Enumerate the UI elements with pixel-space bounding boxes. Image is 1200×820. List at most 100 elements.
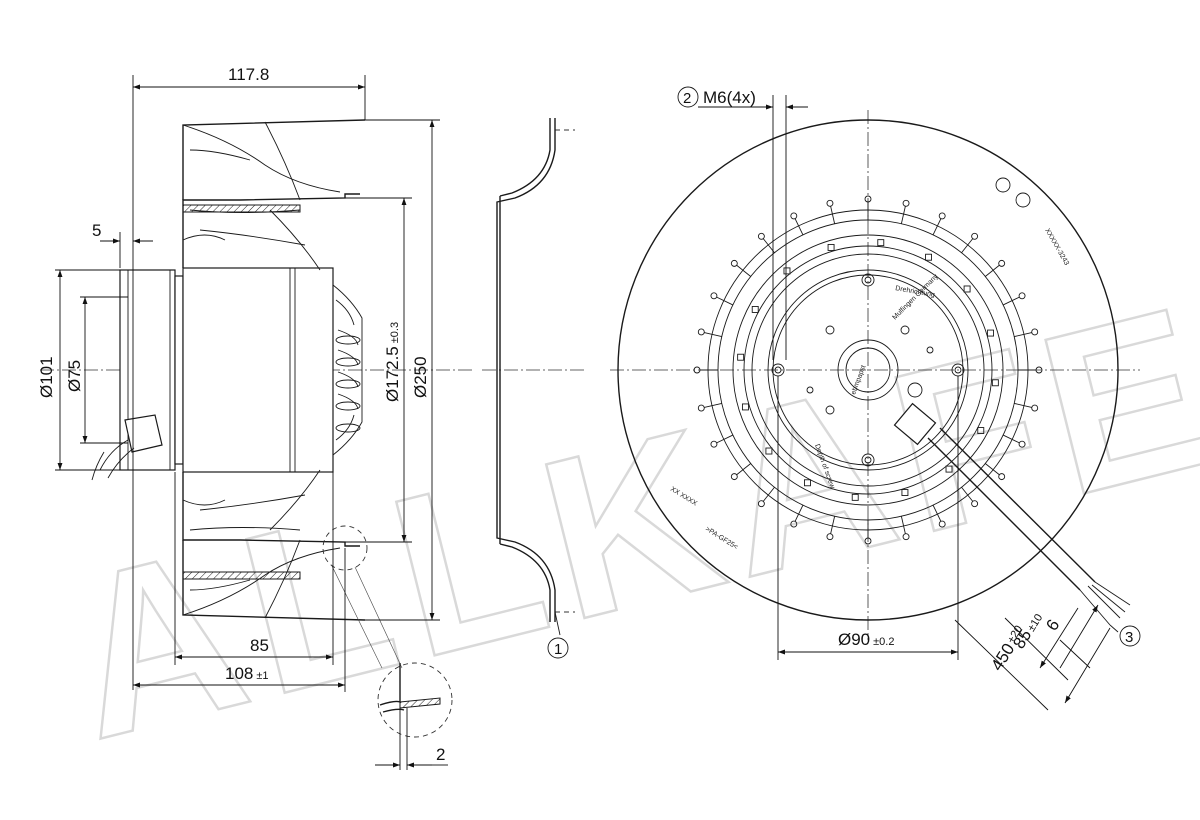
front-cable — [893, 402, 1131, 626]
blade-pin-head — [902, 199, 910, 207]
dim-outer-text: Ø250 — [411, 356, 430, 398]
blade-pin-head — [1018, 292, 1026, 300]
blade-pin-head — [1035, 366, 1043, 374]
blade-pin-head — [1031, 328, 1039, 336]
dim-overall-len: 108±1 — [133, 548, 346, 692]
blade-pin-head — [938, 212, 946, 220]
blade-pin — [984, 463, 1000, 476]
dim-wall: 2 — [375, 705, 448, 770]
rivet — [877, 239, 885, 247]
dim-overall-width: 117.8 — [132, 65, 366, 690]
blade-pin — [716, 296, 734, 306]
detail-view — [377, 662, 453, 738]
blade-pin — [932, 504, 942, 522]
dim-wall-text: 2 — [436, 745, 445, 764]
motor-fins — [332, 284, 363, 456]
dim-hub-75-text: Ø75 — [65, 360, 84, 392]
side-view: 117.8 5 Ø101 Ø75 Ø172.5±0.3 — [37, 65, 475, 770]
blade-pin-head — [864, 537, 872, 545]
rivet — [901, 489, 909, 497]
blade-pin-head — [730, 473, 738, 481]
blade-pin-head — [697, 328, 705, 336]
front-view: XXXXX-3243 XX XXXX >PA-GF25< Drehrichtun… — [610, 86, 1141, 711]
rivet — [741, 403, 749, 411]
dim-bolt-circle-text: Ø90±0.2 — [838, 630, 894, 649]
blade-pin-head — [826, 199, 834, 207]
blade-pin-head — [971, 232, 979, 240]
blade-pin-head — [1018, 440, 1026, 448]
blade-pin — [830, 206, 836, 224]
callout-1: 1 — [547, 637, 569, 659]
blade-pin — [716, 434, 734, 444]
blade-pin-head — [757, 232, 765, 240]
blade-pin — [900, 206, 906, 224]
rivet — [765, 447, 773, 455]
dim-overall-len-text: 108±1 — [225, 664, 269, 683]
blade-pin-head — [1031, 404, 1039, 412]
blade-pin — [1014, 402, 1032, 408]
rivet — [925, 253, 932, 261]
dim-motor-len: 85 — [174, 472, 334, 665]
callout-3: 3 — [1109, 624, 1141, 647]
impeller-outer-disc — [617, 119, 1119, 621]
rivet — [963, 285, 971, 293]
dim-outer: Ø250 — [365, 119, 440, 621]
marking-part-no: XXXXX-3243 — [1043, 228, 1070, 267]
rivet — [945, 465, 953, 473]
blade-pin-head — [790, 212, 798, 220]
impeller-blades-bottom — [182, 469, 366, 621]
mounting-holes — [771, 273, 965, 467]
blade-pin — [900, 516, 906, 534]
dim-cable: 6 85±10 450+20 — [954, 604, 1111, 711]
rivet — [851, 493, 859, 501]
blade-pin — [961, 486, 974, 502]
blade-pin-head — [757, 500, 765, 508]
blade-pin-head — [902, 533, 910, 541]
dim-hub-75: Ø75 — [65, 296, 128, 444]
blade-pin-head — [938, 520, 946, 528]
blade-pin-head — [693, 366, 701, 374]
detail-marker-circle — [322, 525, 368, 571]
dim-motor-len-text: 85 — [250, 636, 269, 655]
blade-pin — [1014, 332, 1032, 338]
blade-pin-head — [998, 259, 1006, 267]
rivet — [783, 267, 791, 275]
callout-2: 2 M6(4x) — [677, 86, 808, 360]
callout-2-text: 2 — [683, 90, 691, 107]
blade-pin — [1002, 434, 1020, 444]
blade-pin — [1002, 296, 1020, 306]
dim-inlet: Ø172.5±0.3 — [345, 197, 412, 543]
dim-overall-width-text: 117.8 — [228, 65, 269, 84]
blade-pin — [830, 516, 836, 534]
dim-bolt-circle: Ø90±0.2 — [777, 376, 959, 660]
blade-pins — [693, 195, 1043, 545]
rivet — [751, 306, 759, 313]
callout-2-label: M6(4x) — [703, 88, 756, 107]
callout-1-text: 1 — [554, 641, 562, 658]
dim-hub-101: Ø101 — [37, 269, 120, 471]
dim-inlet-text: Ø172.5±0.3 — [383, 322, 402, 402]
blade-pin — [762, 486, 775, 502]
rivet — [987, 329, 995, 337]
dim-shaft-offset-text: 5 — [92, 221, 101, 240]
blade-pin-head — [826, 533, 834, 541]
dim-cable-strip-text: 6 — [1042, 616, 1063, 634]
rivet — [827, 243, 835, 251]
blade-pin — [736, 264, 752, 277]
dim-hub-101-text: Ø101 — [37, 356, 56, 398]
blade-pin-head — [864, 195, 872, 203]
blade-pin — [704, 402, 722, 408]
callout-3-text: 3 — [1125, 629, 1133, 646]
blade-pin-head — [998, 473, 1006, 481]
rivet — [737, 353, 745, 361]
blade-pin-head — [710, 292, 718, 300]
dim-shaft-offset: 5 — [92, 221, 153, 268]
blade-pin-head — [790, 520, 798, 528]
inlet-ring-profile: 1 — [482, 118, 585, 659]
blade-pin — [984, 264, 1000, 277]
blade-pin — [736, 463, 752, 476]
rivet — [977, 427, 985, 434]
blade-pin — [961, 238, 974, 254]
impeller-blades-top — [182, 119, 366, 271]
